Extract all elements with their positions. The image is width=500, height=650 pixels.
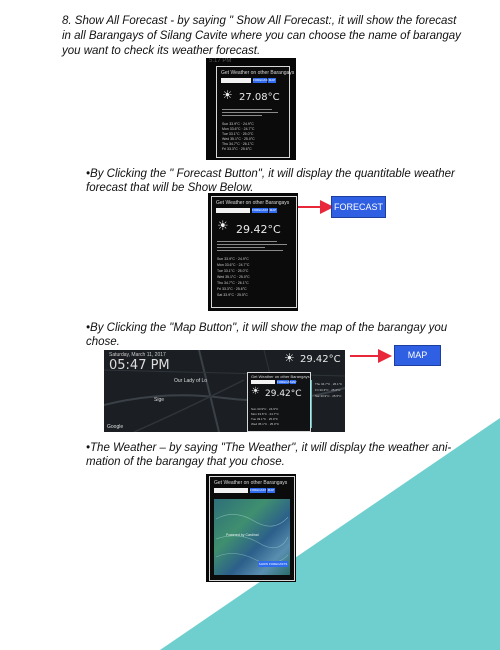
temperature-value: 27.08°C bbox=[239, 92, 280, 103]
weather-panel: Get Weather on other Barangays FORECAST … bbox=[247, 372, 311, 432]
map-time: 05:47 PM bbox=[109, 358, 170, 373]
bullet-forecast-line-2: forecast that will be Show Below. bbox=[86, 182, 254, 194]
forecast-row: Sat 33.9°C · 25.5°C bbox=[217, 293, 248, 297]
forecast-row: Mon 33.6°C · 24.7°C bbox=[222, 127, 255, 131]
barangay-select[interactable] bbox=[251, 380, 275, 384]
screenshot-forecast-panel: Get Weather on other Barangays FORECAST … bbox=[208, 193, 298, 311]
forecast-button[interactable]: FORECAST bbox=[253, 78, 270, 83]
forecast-row: Sun 33.9°C · 24.9°C bbox=[251, 407, 279, 411]
forecast-row: Wed 35.1°C · 25.0°C bbox=[217, 275, 250, 279]
forecast-row: Tue 33.1°C · 25.0°C bbox=[222, 132, 254, 136]
forecast-row: Thu 34.7°C · 26.1°C bbox=[222, 142, 254, 146]
description-line bbox=[217, 244, 287, 245]
screenshot-weather-animation: Get Weather on other Barangays FORECAST … bbox=[206, 474, 296, 582]
map-sign-label: Sige bbox=[154, 397, 165, 403]
forecast-row: Mon 33.6°C · 24.7°C bbox=[217, 263, 250, 267]
sun-icon: ☀ bbox=[251, 386, 260, 397]
bullet-forecast-line-1: •By Clicking the " Forecast Button", it … bbox=[86, 168, 455, 180]
weather-panel: Get Weather on other Barangays FORECAST … bbox=[209, 476, 295, 581]
temperature-top: 29.42°C bbox=[300, 354, 341, 365]
weather-panel: Get Weather on other Barangays FORECAST … bbox=[216, 66, 294, 158]
arrow-icon bbox=[298, 200, 334, 214]
forecast-button[interactable]: FORECAST bbox=[252, 208, 269, 213]
map-date: Saturday, March 11, 2017 bbox=[109, 352, 166, 358]
panel-title: Get Weather on other Barangays bbox=[221, 70, 295, 76]
map-button[interactable]: MAP bbox=[267, 488, 275, 493]
map-callout-button: MAP bbox=[394, 345, 441, 366]
forecast-side-list: Thu 34.7°C · 26.1°C Fri 33.3°C · 25.6°C … bbox=[311, 380, 342, 428]
temperature-value: 29.42°C bbox=[236, 223, 281, 236]
forecast-row: Fri 33.3°C · 25.6°C bbox=[315, 388, 341, 392]
sun-icon: ☀ bbox=[284, 351, 295, 365]
description-line bbox=[217, 247, 265, 248]
bullet-weather-line-1: •The Weather – by saying "The Weather", … bbox=[86, 442, 452, 454]
section-8-line-1: 8. Show All Forecast - by saying " Show … bbox=[62, 15, 457, 27]
sun-icon: ☀ bbox=[217, 219, 229, 234]
forecast-row: Sun 33.9°C · 24.9°C bbox=[217, 257, 249, 261]
bullet-map-line-2: chose. bbox=[86, 336, 120, 348]
forecast-button[interactable]: FORECAST bbox=[250, 488, 267, 493]
description-line bbox=[222, 109, 272, 110]
weather-animation-view: Powered by Cardinal SHOW FORECASTS bbox=[214, 499, 290, 575]
forecast-row: Thu 34.7°C · 26.1°C bbox=[217, 281, 249, 285]
panel-title: Get Weather on other Barangays bbox=[251, 374, 310, 379]
barangay-select[interactable] bbox=[221, 78, 251, 83]
description-line bbox=[222, 112, 278, 113]
bullet-map-line-1: •By Clicking the "Map Button", it will s… bbox=[86, 322, 448, 334]
animation-label: Powered by Cardinal bbox=[226, 533, 259, 537]
forecast-row: Thu 34.7°C · 26.1°C bbox=[315, 382, 343, 386]
forecast-row: Wed 35.1°C · 25.0°C bbox=[251, 422, 280, 426]
bullet-weather-line-2: mation of the barangay that you chose. bbox=[86, 456, 285, 468]
forecast-row: Sun 33.9°C · 24.9°C bbox=[222, 122, 254, 126]
temperature-value: 29.42°C bbox=[265, 389, 302, 399]
description-line bbox=[217, 241, 277, 242]
forecast-row: Tue 33.1°C · 25.0°C bbox=[217, 269, 249, 273]
forecast-callout-button: FORECAST bbox=[331, 196, 386, 218]
show-forecasts-button[interactable]: SHOW FORECASTS bbox=[258, 561, 288, 567]
description-line bbox=[222, 115, 262, 116]
barangay-select[interactable] bbox=[216, 208, 250, 213]
arrow-icon bbox=[350, 349, 392, 363]
map-place-label: Our Lady of Lo bbox=[174, 378, 208, 384]
map-button[interactable]: MAP bbox=[290, 380, 297, 384]
forecast-row: Sat 33.9°C · 25.5°C bbox=[315, 394, 342, 398]
map-button[interactable]: MAP bbox=[269, 208, 277, 213]
google-logo: Google bbox=[107, 424, 124, 430]
panel-title: Get Weather on other Barangays bbox=[214, 480, 288, 486]
section-8-line-3: you want to check its weather forecast. bbox=[62, 45, 261, 57]
forecast-row: Wed 35.1°C · 25.0°C bbox=[222, 137, 255, 141]
weather-panel: Get Weather on other Barangays FORECAST … bbox=[211, 196, 297, 308]
map-button[interactable]: MAP bbox=[268, 78, 276, 83]
description-line bbox=[217, 250, 283, 251]
screenshot-map-view: Saturday, March 11, 2017 05:47 PM Our La… bbox=[104, 350, 345, 432]
sun-icon: ☀ bbox=[222, 88, 233, 102]
panel-title: Get Weather on other Barangays bbox=[216, 200, 290, 206]
barangay-select[interactable] bbox=[214, 488, 248, 493]
forecast-button[interactable]: FORECAST bbox=[277, 380, 294, 384]
section-8-line-2: in all Barangays of Silang Cavite where … bbox=[62, 30, 461, 42]
forecast-row: Tue 33.1°C · 25.0°C bbox=[251, 417, 278, 421]
screenshot-weather-panel: 5:17 PM Get Weather on other Barangays F… bbox=[206, 58, 296, 160]
forecast-row: Fri 33.3°C · 25.6°C bbox=[222, 147, 252, 151]
clock-text: 5:17 PM bbox=[209, 58, 232, 64]
forecast-row: Mon 33.6°C · 24.7°C bbox=[251, 412, 279, 416]
forecast-row: Fri 33.3°C · 25.6°C bbox=[217, 287, 247, 291]
